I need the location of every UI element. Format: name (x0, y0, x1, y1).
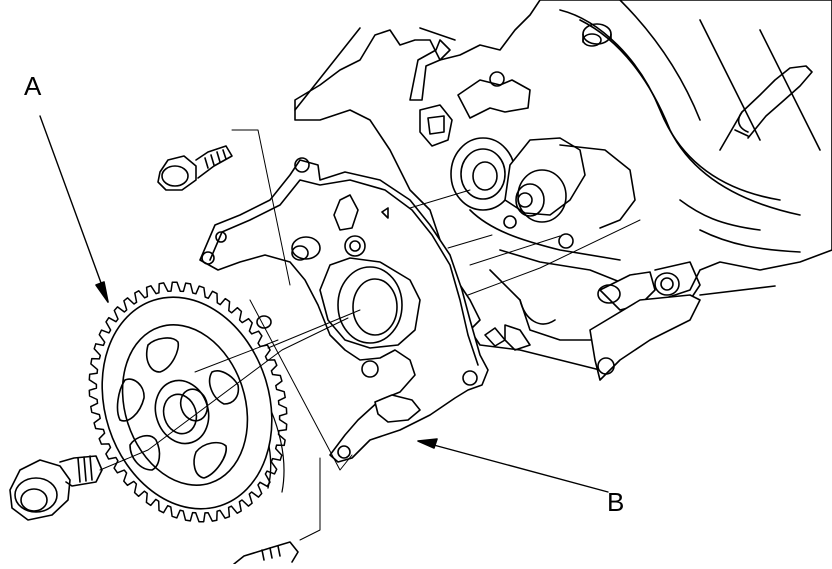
callout-label-b: B (607, 487, 625, 517)
assembly-lines (100, 130, 640, 540)
callout-arrow-b (418, 439, 608, 492)
drive-pulley (76, 275, 299, 531)
callout-label-a: A (24, 71, 42, 101)
gear-center-bolt (10, 456, 102, 520)
back-cover-plate (200, 158, 488, 462)
lower-cover-bolt (234, 542, 298, 564)
upper-cover-bolt (158, 146, 232, 190)
callout-arrow-a (40, 116, 108, 302)
engine-block (295, 0, 832, 380)
